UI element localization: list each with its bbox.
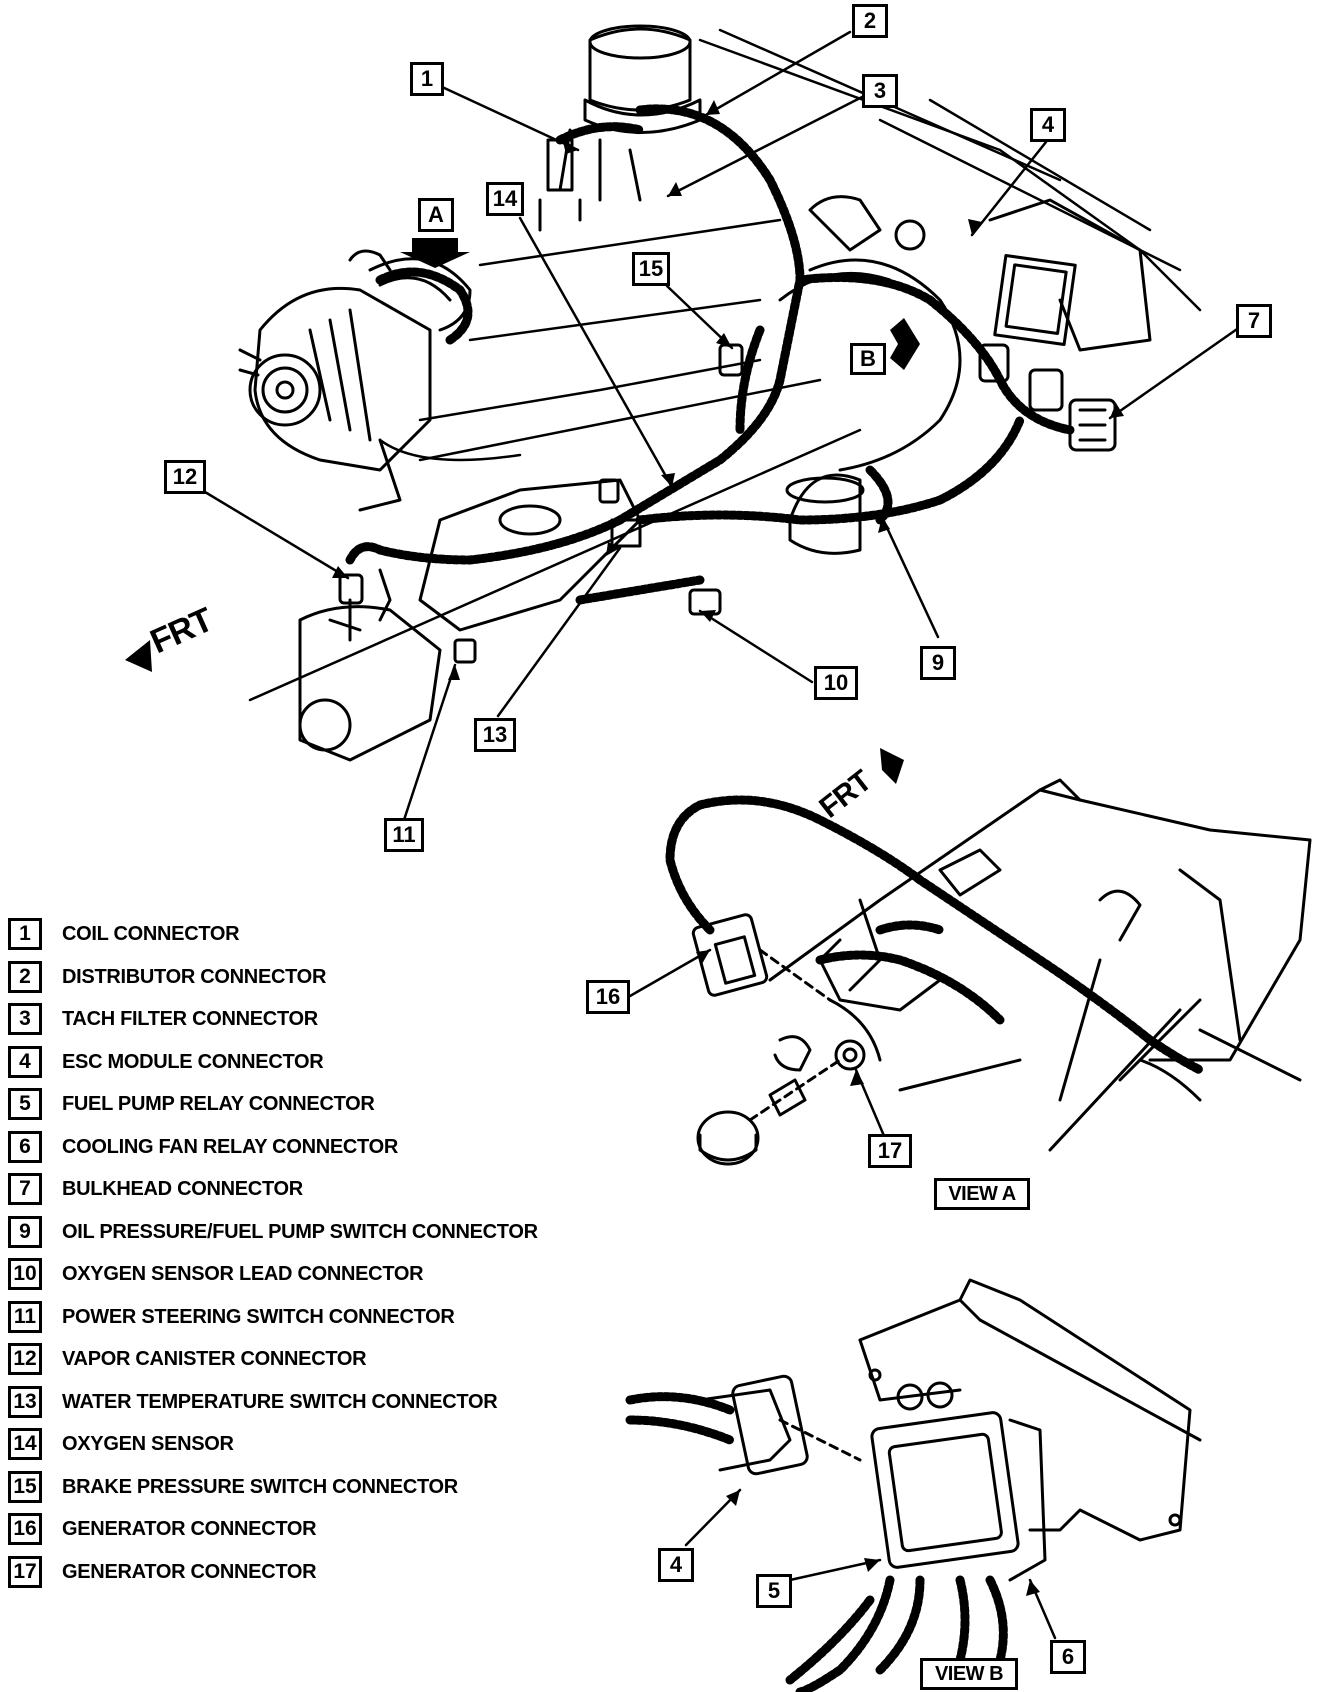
legend-text: BRAKE PRESSURE SWITCH CONNECTOR (62, 1476, 458, 1498)
legend-row: 16 GENERATOR CONNECTOR (8, 1513, 608, 1547)
view-b-label: VIEW B (920, 1658, 1018, 1690)
callout-3: 3 (862, 74, 898, 108)
legend-row: 2 DISTRIBUTOR CONNECTOR (8, 961, 608, 995)
legend-number: 17 (8, 1556, 42, 1588)
callout-13: 13 (474, 718, 516, 752)
legend-text: GENERATOR CONNECTOR (62, 1518, 317, 1540)
view-b-callout-4: 4 (658, 1548, 694, 1582)
legend-row: 5 FUEL PUMP RELAY CONNECTOR (8, 1088, 608, 1122)
legend-row: 11 POWER STEERING SWITCH CONNECTOR (8, 1301, 608, 1335)
legend-row: 12 VAPOR CANISTER CONNECTOR (8, 1343, 608, 1377)
legend-row: 6 COOLING FAN RELAY CONNECTOR (8, 1131, 608, 1165)
view-indicator-arrows (400, 238, 920, 370)
legend-number: 15 (8, 1471, 42, 1503)
legend-number: 2 (8, 961, 42, 993)
legend-row: 14 OXYGEN SENSOR (8, 1428, 608, 1462)
leader-lines (203, 30, 1252, 828)
esc-module-drawing (808, 195, 1152, 352)
legend-number: 1 (8, 918, 42, 950)
legend-number: 3 (8, 1003, 42, 1035)
legend-text: COOLING FAN RELAY CONNECTOR (62, 1136, 399, 1158)
legend-text: TACH FILTER CONNECTOR (62, 1008, 318, 1030)
legend-number: 4 (8, 1046, 42, 1078)
view-a-drawing (691, 778, 1312, 1166)
legend-text: VAPOR CANISTER CONNECTOR (62, 1348, 367, 1370)
intake-manifold-drawing (298, 478, 642, 762)
legend-row: 3 TACH FILTER CONNECTOR (8, 1003, 608, 1037)
legend-text: BULKHEAD CONNECTOR (62, 1178, 303, 1200)
callout-17: 17 (868, 1134, 912, 1168)
view-b-harness (625, 1392, 1008, 1692)
callout-1: 1 (410, 62, 444, 96)
legend-row: 7 BULKHEAD CONNECTOR (8, 1173, 608, 1207)
wiring-harness-main (345, 104, 1075, 605)
legend-number: 10 (8, 1258, 42, 1290)
legend-text: GENERATOR CONNECTOR (62, 1561, 317, 1583)
view-a-label: VIEW A (934, 1178, 1030, 1210)
legend-number: 5 (8, 1088, 42, 1120)
connector-details (338, 343, 1064, 664)
callout-4: 4 (1030, 108, 1066, 142)
legend-row: 1 COIL CONNECTOR (8, 918, 608, 952)
view-a-arrowheads (696, 950, 864, 1086)
legend-row: 4 ESC MODULE CONNECTOR (8, 1046, 608, 1080)
legend-number: 13 (8, 1386, 42, 1418)
view-b-arrowheads (726, 1490, 1040, 1596)
legend-row: 13 WATER TEMPERATURE SWITCH CONNECTOR (8, 1386, 608, 1420)
legend-row: 10 OXYGEN SENSOR LEAD CONNECTOR (8, 1258, 608, 1292)
view-a-harness (665, 795, 1205, 1075)
legend-number: 12 (8, 1343, 42, 1375)
view-b-callout-5: 5 (756, 1574, 792, 1608)
callout-9: 9 (920, 646, 956, 680)
legend-row: 15 BRAKE PRESSURE SWITCH CONNECTOR (8, 1471, 608, 1505)
legend-text: FUEL PUMP RELAY CONNECTOR (62, 1093, 375, 1115)
legend-text: COIL CONNECTOR (62, 923, 240, 945)
callout-2: 2 (852, 4, 888, 38)
callout-11: 11 (384, 818, 424, 852)
callout-15: 15 (632, 252, 670, 286)
frt-arrows (125, 640, 904, 784)
legend-number: 6 (8, 1131, 42, 1163)
legend-text: OXYGEN SENSOR (62, 1433, 234, 1455)
legend-number: 16 (8, 1513, 42, 1545)
bulkhead-connector-drawing (1068, 398, 1117, 452)
legend-number: 11 (8, 1301, 42, 1333)
callout-12: 12 (164, 460, 206, 494)
generator-drawing (238, 249, 472, 512)
callout-10: 10 (814, 666, 858, 700)
legend-text: OIL PRESSURE/FUEL PUMP SWITCH CONNECTOR (62, 1221, 538, 1243)
callout-7: 7 (1236, 304, 1272, 338)
arrowheads (332, 100, 1124, 680)
callout-b: B (850, 343, 886, 375)
legend-text: OXYGEN SENSOR LEAD CONNECTOR (62, 1263, 424, 1285)
view-b-callout-6: 6 (1050, 1640, 1086, 1674)
legend-row: 9 OIL PRESSURE/FUEL PUMP SWITCH CONNECTO… (8, 1216, 608, 1250)
legend-text: DISTRIBUTOR CONNECTOR (62, 966, 327, 988)
legend-number: 7 (8, 1173, 42, 1205)
legend-row: 17 GENERATOR CONNECTOR (8, 1556, 608, 1590)
legend-text: ESC MODULE CONNECTOR (62, 1051, 324, 1073)
legend-number: 14 (8, 1428, 42, 1460)
legend-text: WATER TEMPERATURE SWITCH CONNECTOR (62, 1391, 498, 1413)
callout-a: A (418, 198, 454, 232)
legend-text: POWER STEERING SWITCH CONNECTOR (62, 1306, 455, 1328)
view-b-drawing (698, 1278, 1202, 1582)
callout-14: 14 (486, 182, 524, 216)
callout-16: 16 (586, 980, 630, 1014)
legend-number: 9 (8, 1216, 42, 1248)
